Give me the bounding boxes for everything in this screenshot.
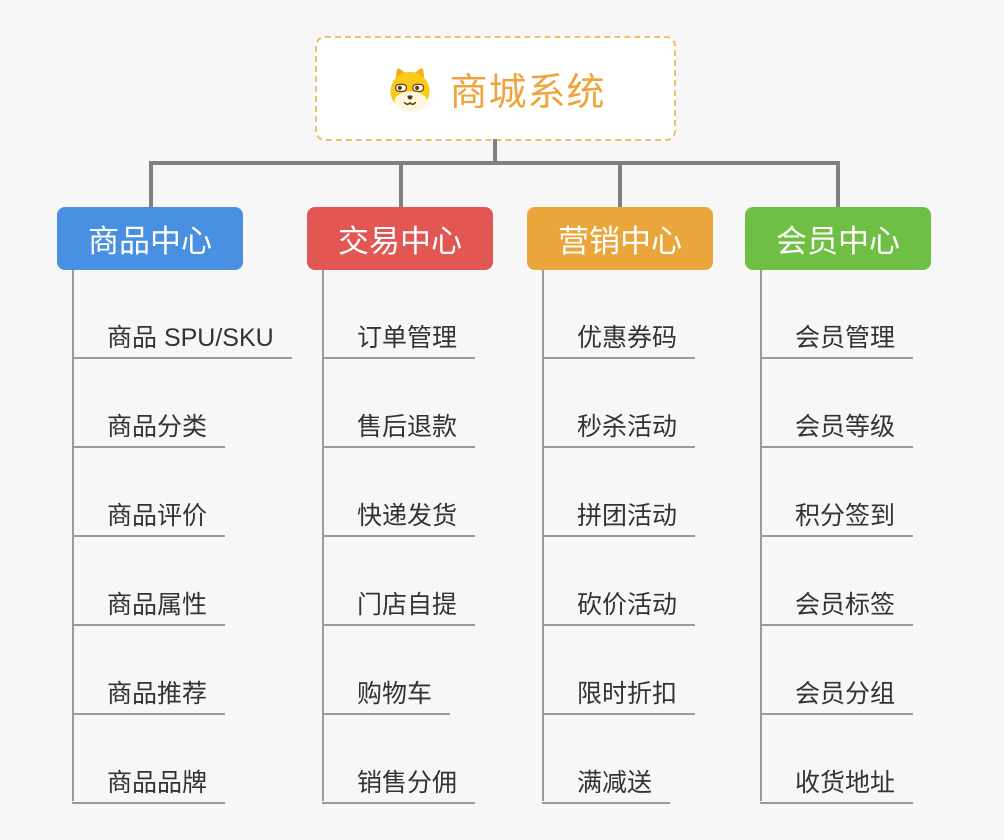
branch-trunk-line xyxy=(322,270,324,801)
leaf-node[interactable]: 订单管理 xyxy=(322,323,476,359)
leaf-node[interactable]: 商品推荐 xyxy=(72,679,226,715)
leaf-node[interactable]: 限时折扣 xyxy=(542,679,696,715)
branch-trunk-line xyxy=(542,270,544,801)
branch-node-member[interactable]: 会员中心 xyxy=(745,207,931,270)
leaf-node[interactable]: 会员等级 xyxy=(760,412,914,448)
leaf-node[interactable]: 砍价活动 xyxy=(542,590,696,626)
branch-node-product[interactable]: 商品中心 xyxy=(57,207,243,270)
connector-drop-trade xyxy=(399,161,403,207)
leaf-node[interactable]: 秒杀活动 xyxy=(542,412,696,448)
leaf-node[interactable]: 收货地址 xyxy=(760,768,914,804)
branch-trunk-line xyxy=(760,270,762,801)
leaf-node[interactable]: 购物车 xyxy=(322,679,451,715)
leaf-node[interactable]: 快递发货 xyxy=(322,501,476,537)
leaf-node[interactable]: 销售分佣 xyxy=(322,768,476,804)
connector-drop-product xyxy=(149,161,153,207)
connector-stem xyxy=(493,139,497,165)
branch-trunk-line xyxy=(72,270,74,801)
leaf-node[interactable]: 商品属性 xyxy=(72,590,226,626)
leaf-node[interactable]: 会员分组 xyxy=(760,679,914,715)
connector-bus xyxy=(149,161,840,165)
connector-drop-member xyxy=(836,161,840,207)
root-node[interactable]: 商城系统 xyxy=(315,36,676,141)
leaf-node[interactable]: 积分签到 xyxy=(760,501,914,537)
branch-column-member: 会员中心 会员管理 会员等级 积分签到 会员标签 会员分组 收货地址 xyxy=(745,207,985,804)
branch-node-marketing[interactable]: 营销中心 xyxy=(527,207,713,270)
root-title: 商城系统 xyxy=(449,72,606,114)
leaf-node[interactable]: 会员标签 xyxy=(760,590,914,626)
leaf-node[interactable]: 满减送 xyxy=(542,768,671,804)
leaf-node[interactable]: 商品分类 xyxy=(72,412,226,448)
leaf-group-member: 会员管理 会员等级 积分签到 会员标签 会员分组 收货地址 xyxy=(760,270,985,804)
leaf-node[interactable]: 拼团活动 xyxy=(542,501,696,537)
leaf-group-marketing: 优惠券码 秒杀活动 拼团活动 砍价活动 限时折扣 满减送 xyxy=(542,270,767,804)
branch-node-trade[interactable]: 交易中心 xyxy=(307,207,493,270)
dog-face-icon xyxy=(390,67,431,112)
leaf-node[interactable]: 售后退款 xyxy=(322,412,476,448)
leaf-node[interactable]: 门店自提 xyxy=(322,590,476,626)
leaf-node[interactable]: 优惠券码 xyxy=(542,323,696,359)
leaf-group-trade: 订单管理 售后退款 快递发货 门店自提 购物车 销售分佣 xyxy=(322,270,547,804)
leaf-node[interactable]: 会员管理 xyxy=(760,323,914,359)
leaf-node[interactable]: 商品品牌 xyxy=(72,768,226,804)
branch-column-trade: 交易中心 订单管理 售后退款 快递发货 门店自提 购物车 销售分佣 xyxy=(307,207,547,804)
branch-column-marketing: 营销中心 优惠券码 秒杀活动 拼团活动 砍价活动 限时折扣 满减送 xyxy=(527,207,767,804)
leaf-node[interactable]: 商品 SPU/SKU xyxy=(72,323,292,359)
leaf-group-product: 商品 SPU/SKU 商品分类 商品评价 商品属性 商品推荐 商品品牌 xyxy=(72,270,297,804)
leaf-node[interactable]: 商品评价 xyxy=(72,501,226,537)
connector-drop-marketing xyxy=(618,161,622,207)
branch-column-product: 商品中心 商品 SPU/SKU 商品分类 商品评价 商品属性 商品推荐 商品品牌 xyxy=(57,207,297,804)
